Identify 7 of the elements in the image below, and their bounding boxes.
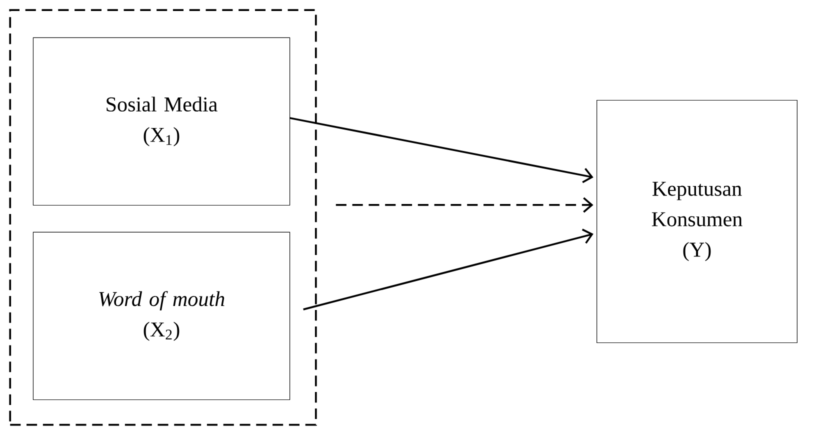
variable-box: Keputusan Konsumen (Y) [596,100,798,344]
group-box [9,9,317,426]
variable-box: Sosial Media (X$_{1}$) [32,37,290,206]
arrow [336,197,594,213]
arrow [290,117,594,184]
variable-box: Word of mouth (X$_{2}$) [32,232,290,400]
arrow [303,228,594,310]
